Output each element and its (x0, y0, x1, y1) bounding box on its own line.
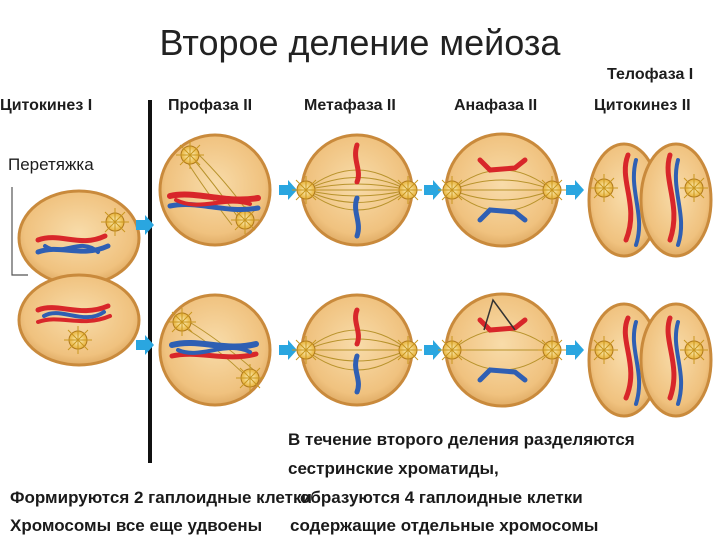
cell-anaphase-2-bottom (437, 292, 567, 408)
constriction-label: Перетяжка (8, 155, 94, 174)
label-telophase-2: Телофаза I (607, 66, 694, 83)
note-line-2: сестринские хроматиды, (288, 459, 499, 478)
label-cytokinesis-2: Цитокинез II (594, 97, 691, 114)
note-line-1: В течение второго деления разделяются (288, 430, 635, 449)
cell-cytokinesis-1-bottom (17, 273, 141, 367)
cell-telophase-2-top (587, 142, 713, 258)
note-line-4: содержащие отдельные хромосомы (290, 516, 599, 535)
cell-cytokinesis-1-top (17, 189, 141, 287)
label-anaphase-2: Анафаза II (454, 97, 538, 114)
bottom-line-2: Хромосомы все еще удвоены (10, 516, 263, 535)
bottom-line-1: Формируются 2 гаплоидные клетки (10, 488, 312, 507)
note-line-3: образуются 4 гаплоидные клетки (300, 488, 583, 507)
cell-prophase-2-bottom (158, 293, 272, 407)
arrow-top-4 (566, 180, 584, 200)
page-title: Второе деление мейоза (159, 22, 561, 63)
constriction-pointer (11, 187, 28, 276)
label-metaphase-2: Метафаза II (304, 97, 396, 114)
cell-metaphase-2-top (291, 133, 423, 247)
cell-anaphase-2-top (437, 132, 567, 248)
arrow-bottom-4 (566, 340, 584, 360)
sister-chromatid-pointer (483, 298, 516, 331)
cell-telophase-2-bottom (587, 302, 713, 418)
cell-prophase-2-top (158, 133, 272, 247)
label-prophase-2: Профаза II (168, 97, 253, 114)
label-cytokinesis-1: Цитокинез I (0, 97, 93, 114)
cell-metaphase-2-bottom (291, 293, 423, 407)
